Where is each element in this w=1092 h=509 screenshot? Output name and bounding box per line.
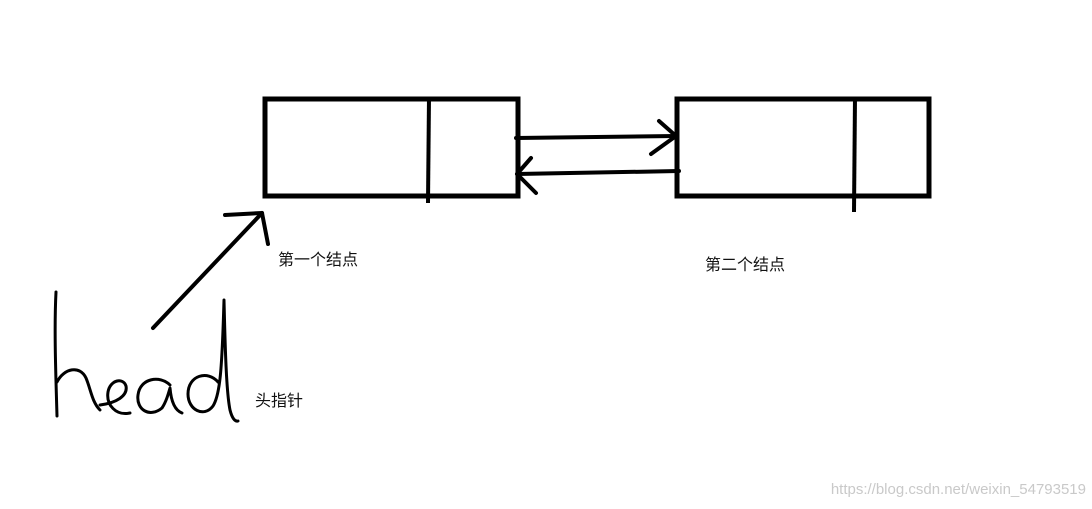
handwritten-head-text bbox=[53, 290, 240, 423]
head-pointer-arrow bbox=[151, 211, 270, 330]
prev-pointer-arrow bbox=[515, 156, 681, 195]
second-node-box bbox=[674, 96, 932, 199]
second-node bbox=[674, 96, 932, 213]
next-pointer-arrow bbox=[514, 119, 678, 156]
first-node-label: 第一个结点 bbox=[278, 250, 359, 269]
second-node-label: 第二个结点 bbox=[705, 255, 786, 274]
watermark: https://blog.csdn.net/weixin_54793519 bbox=[830, 481, 1086, 498]
head-pointer-label: 头指针 bbox=[255, 391, 304, 410]
first-node bbox=[262, 96, 521, 204]
first-node-divider bbox=[426, 96, 431, 204]
second-node-divider bbox=[852, 96, 857, 213]
first-node-box bbox=[262, 96, 521, 199]
